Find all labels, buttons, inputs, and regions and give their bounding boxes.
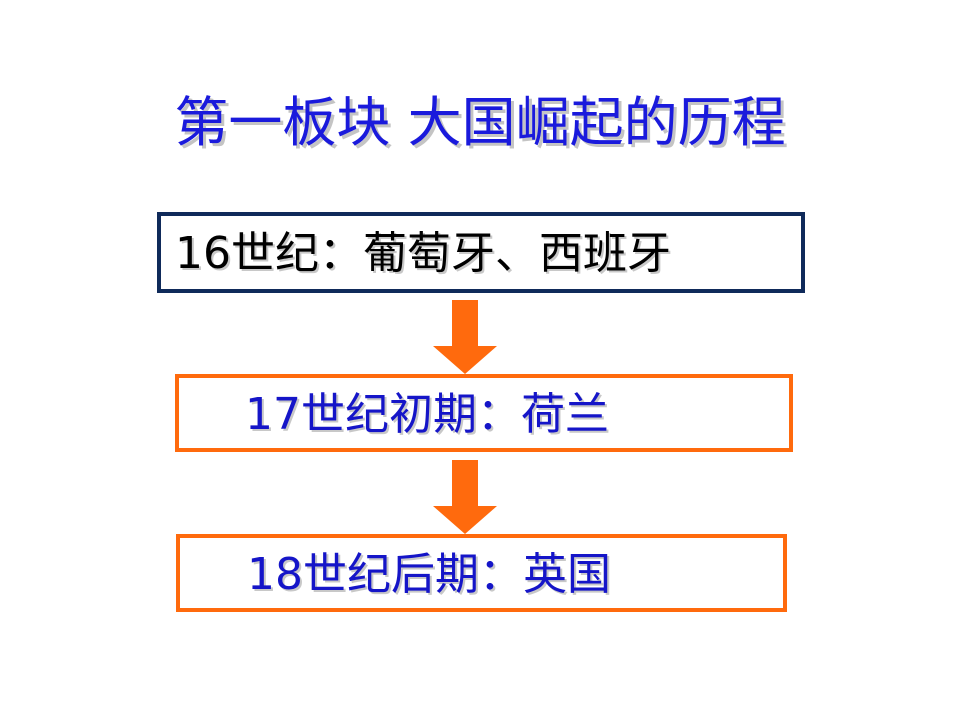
down-arrow-icon <box>433 460 497 534</box>
stage-box-16th-century: 16世纪：葡萄牙、西班牙 <box>157 212 805 293</box>
stage-box-early-17th-century: 17世纪初期：荷兰 <box>175 374 793 452</box>
down-arrow-icon <box>433 300 497 374</box>
stage-label-late-18th-century: 18世纪后期：英国 <box>247 549 611 600</box>
stage-label-early-17th-century: 17世纪初期：荷兰 <box>245 389 609 440</box>
slide-title: 第一板块 大国崛起的历程 <box>174 91 786 154</box>
stage-label-16th-century: 16世纪：葡萄牙、西班牙 <box>175 228 671 279</box>
stage-box-late-18th-century: 18世纪后期：英国 <box>176 534 787 612</box>
